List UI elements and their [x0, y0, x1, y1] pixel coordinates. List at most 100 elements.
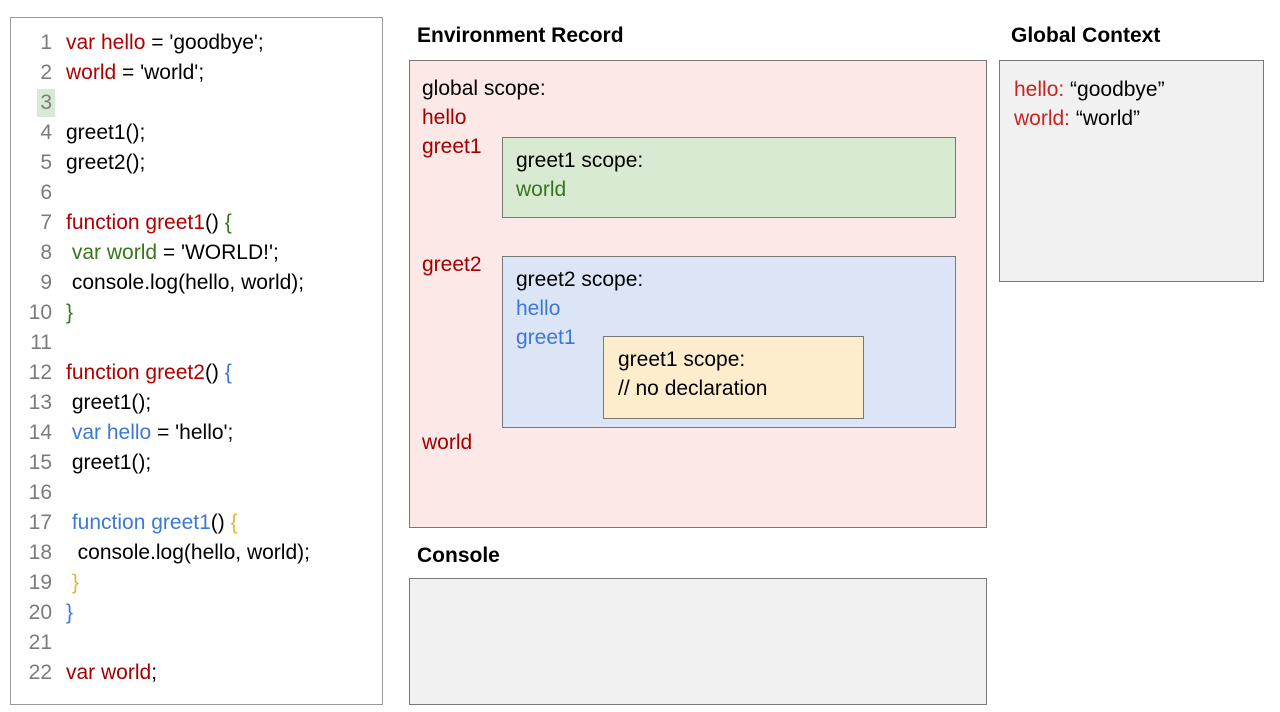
- code-token: console.log(hello, world);: [66, 271, 305, 294]
- code-token: var world: [71, 241, 158, 264]
- code-line[interactable]: 18 console.log(hello, world);: [11, 538, 382, 568]
- code-line[interactable]: 11: [11, 328, 382, 358]
- code-line[interactable]: 16: [11, 478, 382, 508]
- line-number: 12: [28, 361, 52, 384]
- env-global-var-greet1: greet1: [422, 135, 482, 158]
- code-line[interactable]: 20}: [11, 598, 382, 628]
- global-context-entry-value: “goodbye”: [1070, 78, 1165, 101]
- line-number: 18: [28, 541, 52, 564]
- code-token: console.log(hello, world);: [66, 541, 310, 564]
- code-line-text: var world;: [55, 658, 157, 688]
- greet1-scope-var-world: world: [516, 178, 567, 201]
- line-number: 8: [40, 241, 52, 264]
- code-line-text: greet1();: [55, 118, 145, 148]
- nested-greet1-scope-box: greet1 scope: // no declaration: [603, 336, 864, 419]
- code-line-text: console.log(hello, world);: [55, 538, 310, 568]
- console-panel[interactable]: [409, 578, 987, 705]
- code-token: greet1();: [66, 391, 152, 414]
- line-number: 22: [28, 661, 52, 684]
- line-number: 4: [40, 121, 52, 144]
- code-line[interactable]: 15 greet1();: [11, 448, 382, 478]
- line-number: 1: [40, 31, 52, 54]
- code-token: }: [66, 301, 74, 324]
- code-line[interactable]: 17 function greet1() {: [11, 508, 382, 538]
- greet1-scope-title: greet1 scope:: [516, 149, 644, 172]
- env-global-var-world: world: [422, 431, 473, 454]
- code-line-text: var hello = 'goodbye';: [55, 28, 264, 58]
- code-line[interactable]: 21: [11, 628, 382, 658]
- code-line-text: console.log(hello, world);: [55, 268, 304, 298]
- code-line-text: greet1();: [55, 448, 151, 478]
- code-token: greet1();: [66, 451, 152, 474]
- greet2-scope-var-greet1: greet1: [516, 326, 576, 349]
- code-token: {: [230, 511, 238, 534]
- nested-greet1-scope-note: // no declaration: [618, 377, 768, 400]
- line-number: 3: [11, 88, 55, 118]
- line-number: 17: [28, 511, 52, 534]
- greet2-scope-title: greet2 scope:: [516, 268, 644, 291]
- line-number: 7: [40, 211, 52, 234]
- line-number: 20: [28, 601, 52, 624]
- line-number: 15: [28, 451, 52, 474]
- code-line-text: function greet1() {: [55, 208, 232, 238]
- code-token: {: [224, 211, 232, 234]
- code-line-text: greet1();: [55, 388, 151, 418]
- code-token: = 'goodbye';: [145, 31, 264, 54]
- code-token: = 'hello';: [151, 421, 234, 444]
- code-line[interactable]: 9 console.log(hello, world);: [11, 268, 382, 298]
- greet2-scope-box: greet2 scope: hello greet1 greet1 scope:…: [502, 256, 956, 428]
- code-line-text: var world = 'WORLD!';: [55, 238, 279, 268]
- greet1-scope-box: greet1 scope: world: [502, 137, 956, 218]
- code-line[interactable]: 3: [11, 88, 382, 118]
- code-line[interactable]: 14 var hello = 'hello';: [11, 418, 382, 448]
- global-context-entry-value: “world”: [1075, 107, 1141, 130]
- code-line-text: function greet1() {: [55, 508, 238, 538]
- code-line[interactable]: 13 greet1();: [11, 388, 382, 418]
- line-number: 10: [28, 301, 52, 324]
- nested-greet1-scope-title: greet1 scope:: [618, 348, 746, 371]
- code-token: (): [210, 511, 231, 534]
- line-number: 13: [28, 391, 52, 414]
- code-line-text: var hello = 'hello';: [55, 418, 234, 448]
- code-line[interactable]: 10}: [11, 298, 382, 328]
- code-token: }: [71, 571, 79, 594]
- code-token: = 'world';: [116, 61, 205, 84]
- code-token: var hello: [71, 421, 152, 444]
- code-token: (): [204, 211, 225, 234]
- console-title: Console: [417, 544, 500, 567]
- code-token: {: [224, 361, 232, 384]
- global-context-entry-name: hello:: [1014, 78, 1065, 101]
- code-line[interactable]: 8 var world = 'WORLD!';: [11, 238, 382, 268]
- line-number: 16: [28, 481, 52, 504]
- line-number: 5: [40, 151, 52, 174]
- code-line-text: }: [55, 598, 73, 628]
- environment-record-panel: global scope: hello greet1 greet2 world …: [409, 60, 987, 528]
- environment-record-title: Environment Record: [417, 24, 624, 47]
- code-line[interactable]: 19 }: [11, 568, 382, 598]
- code-token: function greet1: [71, 511, 211, 534]
- code-line-text: }: [55, 568, 79, 598]
- code-line[interactable]: 6: [11, 178, 382, 208]
- code-token: var hello: [66, 31, 146, 54]
- greet2-scope-var-hello: hello: [516, 297, 561, 320]
- code-line[interactable]: 12 function greet2() {: [11, 358, 382, 388]
- code-token: function greet2: [66, 361, 205, 384]
- code-token: (): [204, 361, 225, 384]
- code-token: function greet1: [66, 211, 205, 234]
- line-number: 2: [40, 61, 52, 84]
- line-number: 14: [28, 421, 52, 444]
- env-global-var-hello: hello: [422, 106, 467, 129]
- code-token: }: [66, 601, 74, 624]
- global-context-panel: hello: “goodbye” world: “world”: [999, 60, 1264, 282]
- code-line-text: }: [55, 298, 73, 328]
- code-line-text: world = 'world';: [55, 58, 204, 88]
